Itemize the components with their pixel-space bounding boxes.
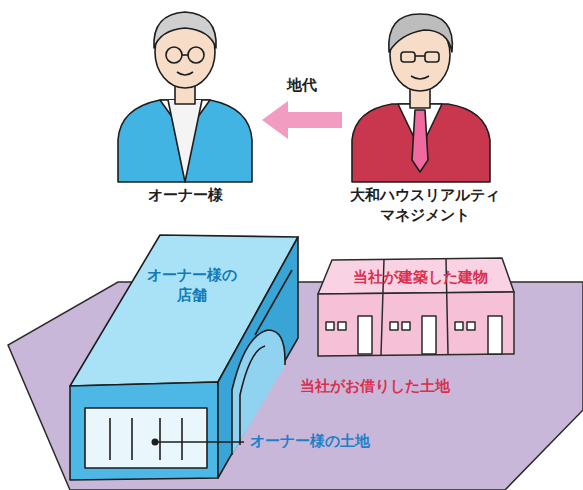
rent-arrow [262,101,342,139]
person-box: オーナー様 [108,0,262,206]
owner-figure [118,12,252,182]
node-text: オーナー様の 店舗 [140,266,244,305]
company-building [318,258,514,356]
arrow-head [262,101,288,139]
leader-line [155,441,244,442]
node-text: 当社がお借りした土地 [300,377,450,397]
arrow-shaft [288,112,342,128]
agent-figure [352,14,490,182]
store-label-box: オーナー様の 店舗 [140,266,244,305]
callout-label: オーナー様の土地 [250,432,370,451]
building-label-box: 当社が建築した建物 [332,268,508,288]
node-text: 当社が建築した建物 [332,268,508,288]
edge-label: 地代 [287,76,317,95]
land-region: 当社がお借りした土地 オーナー様の 店舗 当社が建築した建物 [0,230,583,490]
node-text: オーナー様 [108,186,262,206]
person-box: 大和ハウスリアルティ マネジメント [342,0,508,225]
node-text: 大和ハウスリアルティ マネジメント [342,186,508,225]
